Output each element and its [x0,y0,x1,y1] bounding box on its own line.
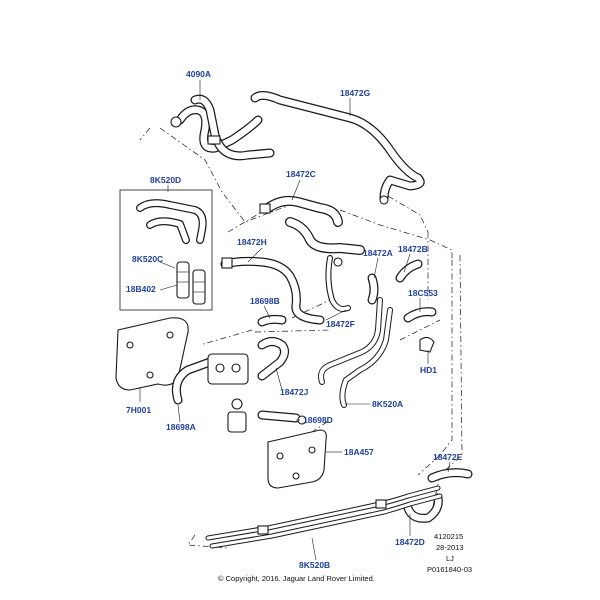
label-18A457: 18A457 [344,447,374,457]
label-18472J: 18472J [280,387,309,397]
pipe-8K520D [136,199,207,244]
label-18472C: 18472C [286,169,316,179]
hose-18472D [403,493,443,523]
clip-HD1 [419,336,435,353]
hose-18472G [250,90,425,205]
hose-18472H [220,256,325,325]
hose-18472B [395,259,423,283]
valve-left [176,261,190,299]
label-18472F: 18472F [326,319,355,329]
label-8K520D: 8K520D [150,175,181,185]
clamp-18472G [379,195,389,205]
reference-date: 28-2013 [436,543,464,552]
clamp-4090A [207,135,221,145]
label-4090A: 4090A [186,69,211,79]
hose-18472E [427,468,473,483]
label-18C553: 18C553 [408,288,438,298]
hose-18472A [367,273,379,305]
hose-18698A [171,357,215,405]
label-18472G: 18472G [340,88,371,98]
label-8K520A: 8K520A [372,399,403,409]
label-18472H: 18472H [237,237,267,247]
label-18472A: 18472A [363,248,393,258]
label-18698B: 18698B [250,296,280,306]
reference-code: LJ [446,554,454,563]
hose-18C553 [403,307,437,323]
hose-18698D [257,410,307,425]
pipe-8K520A [318,297,393,408]
bracket-18A457 [267,429,327,489]
valves-18B402 [176,261,206,305]
label-18B402: 18B402 [126,284,156,294]
label-18472B: 18472B [398,244,428,254]
valve-block [207,353,249,433]
hose-18472F [325,255,351,312]
label-7H001: 7H001 [126,405,151,415]
reference-part: P0161840-03 [427,565,472,574]
assembly-outline [139,127,463,549]
connector-4090A [170,116,182,128]
hose-4090A [170,94,275,161]
label-18472E: 18472E [433,452,463,462]
label-8K520B: 8K520B [299,560,330,570]
label-18698D: 18698D [303,415,333,425]
hose-18472J [257,337,290,381]
hose-18698B [257,314,287,327]
clamp-18472H [221,257,233,269]
connector-18472F [333,257,343,267]
label-HD1: HD1 [420,365,437,375]
reference-number: 4120215 [434,532,463,541]
label-8K520C: 8K520C [132,254,163,264]
reference-block: 4120215 28-2013 LJ P0161840-03 [427,532,472,574]
part-labels: 4090A 18472G 8K520D 18472C 18472H 18472A… [126,69,463,570]
valve-right [192,269,206,305]
hose-18472C [259,195,365,255]
copyright-notice: © Copyright, 2016. Jaguar Land Rover Lim… [218,574,375,583]
clamp-18472C [259,203,271,214]
label-18698A: 18698A [166,422,196,432]
pipe-8K520B [205,485,443,549]
detail-box-8K520D [119,189,213,311]
label-18472D: 18472D [395,537,425,547]
heat-shield-7H001 [115,317,189,391]
leader-lines [139,80,451,561]
